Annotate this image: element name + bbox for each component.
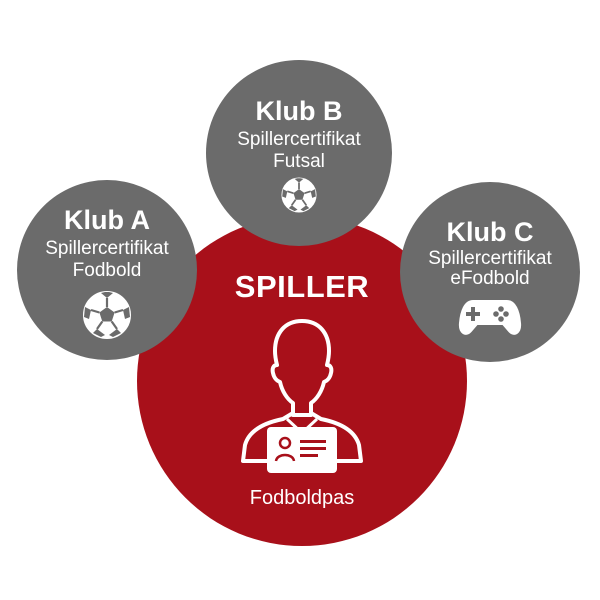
club-a-name: Klub A: [64, 205, 150, 235]
club-b-certificate: Spillercertifikat: [237, 129, 361, 150]
club-a-discipline: Fodbold: [72, 260, 142, 281]
club-c-discipline: eFodbold: [450, 268, 530, 289]
player-title: SPILLER: [234, 269, 370, 304]
club-a-certificate: Spillercertifikat: [45, 238, 169, 259]
player-id-card-icon: [241, 319, 363, 473]
football-icon: [83, 291, 131, 339]
club-b-discipline: Futsal: [273, 151, 325, 172]
player-pass-caption: Fodboldpas: [249, 487, 355, 509]
club-b-circle: [206, 60, 392, 246]
club-c-name: Klub C: [446, 217, 534, 247]
gamepad-icon: [458, 300, 522, 335]
club-c-circle: [400, 182, 580, 362]
club-c-certificate: Spillercertifikat: [428, 248, 552, 269]
football-icon: [281, 177, 317, 213]
club-b-name: Klub B: [255, 96, 343, 126]
